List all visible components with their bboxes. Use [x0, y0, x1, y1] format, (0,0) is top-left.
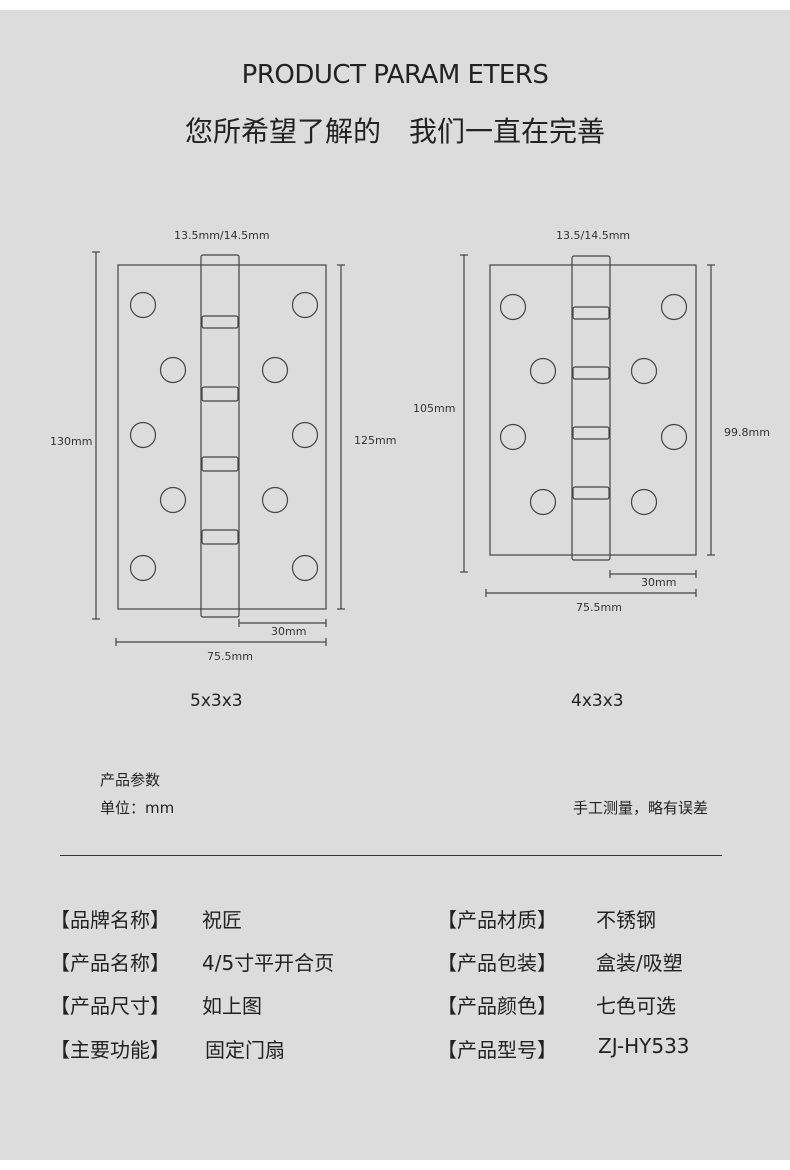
spec-label-name: 【产品名称】: [50, 951, 170, 975]
hinge-right-knuckle-segment: [572, 486, 610, 500]
background-panel: [0, 10, 790, 1160]
hinge-right-knuckle-segment: [572, 426, 610, 440]
hinge-left-total-height: 130mm: [50, 435, 93, 448]
spec-label-model: 【产品型号】: [437, 1038, 557, 1062]
hinge-left-screw-hole: [291, 554, 319, 582]
hinge-left-screw-hole: [129, 554, 157, 582]
hinge-right-width: 75.5mm: [576, 601, 622, 614]
hinge-left-half-width: 30mm: [271, 625, 307, 638]
hinge-left-screw-hole: [159, 356, 187, 384]
hinge-right-screw-hole: [630, 488, 658, 516]
spec-value-brand: 祝匠: [202, 908, 242, 932]
hinge-right-screw-hole: [529, 488, 557, 516]
spec-label-material: 【产品材质】: [437, 908, 557, 932]
measurement-disclaimer: 手工测量，略有误差: [573, 799, 709, 817]
spec-value-function: 固定门扇: [205, 1038, 285, 1062]
spec-label-size: 【产品尺寸】: [50, 994, 170, 1018]
hinge-left-screw-hole: [291, 291, 319, 319]
spec-value-color: 七色可选: [596, 994, 676, 1018]
hinge-left-leaf-outline: [117, 264, 327, 610]
hinge-left-leaf-height: 125mm: [354, 434, 397, 447]
spec-value-size: 如上图: [202, 994, 262, 1018]
params-title: 产品参数: [100, 771, 161, 789]
spec-value-name: 4/5寸平开合页: [202, 951, 335, 975]
hinge-left-drawing: [92, 251, 345, 646]
spec-label-brand: 【品牌名称】: [50, 908, 170, 932]
hinge-left-knuckle-segment: [201, 456, 239, 472]
hinge-right-screw-hole: [499, 423, 527, 451]
hinge-left-screw-hole: [159, 486, 187, 514]
hinge-left-screw-hole: [129, 291, 157, 319]
hinge-left-knuckle: [200, 254, 240, 618]
hinge-left-model: 5x3x3: [190, 691, 243, 711]
hinge-right-leaf-height: 99.8mm: [724, 426, 770, 439]
hinge-right-screw-hole: [499, 293, 527, 321]
hinge-left-knuckle-segment: [201, 315, 239, 329]
hinge-right-half-width: 30mm: [641, 576, 677, 589]
hinge-right-leaf-outline: [489, 264, 697, 556]
spec-value-model: ZJ-HY533: [598, 1034, 690, 1058]
spec-value-packaging: 盒装/吸塑: [596, 951, 683, 975]
hinge-right-screw-hole: [660, 423, 688, 451]
spec-label-color: 【产品颜色】: [437, 994, 557, 1018]
hinge-left-knuckle-dimension: 13.5mm/14.5mm: [174, 229, 270, 242]
hinge-right-screw-hole: [660, 293, 688, 321]
divider: [60, 855, 722, 856]
page-title-cn: 您所希望了解的 我们一直在完善: [184, 115, 605, 148]
spec-label-packaging: 【产品包装】: [437, 951, 557, 975]
hinge-left-screw-hole: [291, 421, 319, 449]
unit-note: 单位：mm: [100, 799, 175, 817]
hinge-right-knuckle-segment: [572, 306, 610, 320]
hinge-right-model: 4x3x3: [571, 691, 624, 711]
hinge-right-drawing: [460, 254, 715, 597]
hinge-right-knuckle-dimension: 13.5/14.5mm: [556, 229, 631, 242]
hinge-left-screw-hole: [261, 486, 289, 514]
hinge-left-screw-hole: [261, 356, 289, 384]
hinge-right-knuckle-segment: [572, 366, 610, 380]
spec-label-function: 【主要功能】: [50, 1038, 170, 1062]
hinge-right-screw-hole: [529, 357, 557, 385]
spec-value-material: 不锈钢: [596, 908, 656, 932]
hinge-left-width: 75.5mm: [207, 650, 253, 663]
hinge-right-total-height: 105mm: [413, 402, 456, 415]
hinge-right-knuckle: [571, 255, 611, 561]
hinge-left-knuckle-segment: [201, 386, 239, 402]
page-title-en: PRODUCT PARAM ETERS: [241, 60, 549, 90]
hinge-right-screw-hole: [630, 357, 658, 385]
hinge-left-knuckle-segment: [201, 529, 239, 545]
hinge-left-screw-hole: [129, 421, 157, 449]
